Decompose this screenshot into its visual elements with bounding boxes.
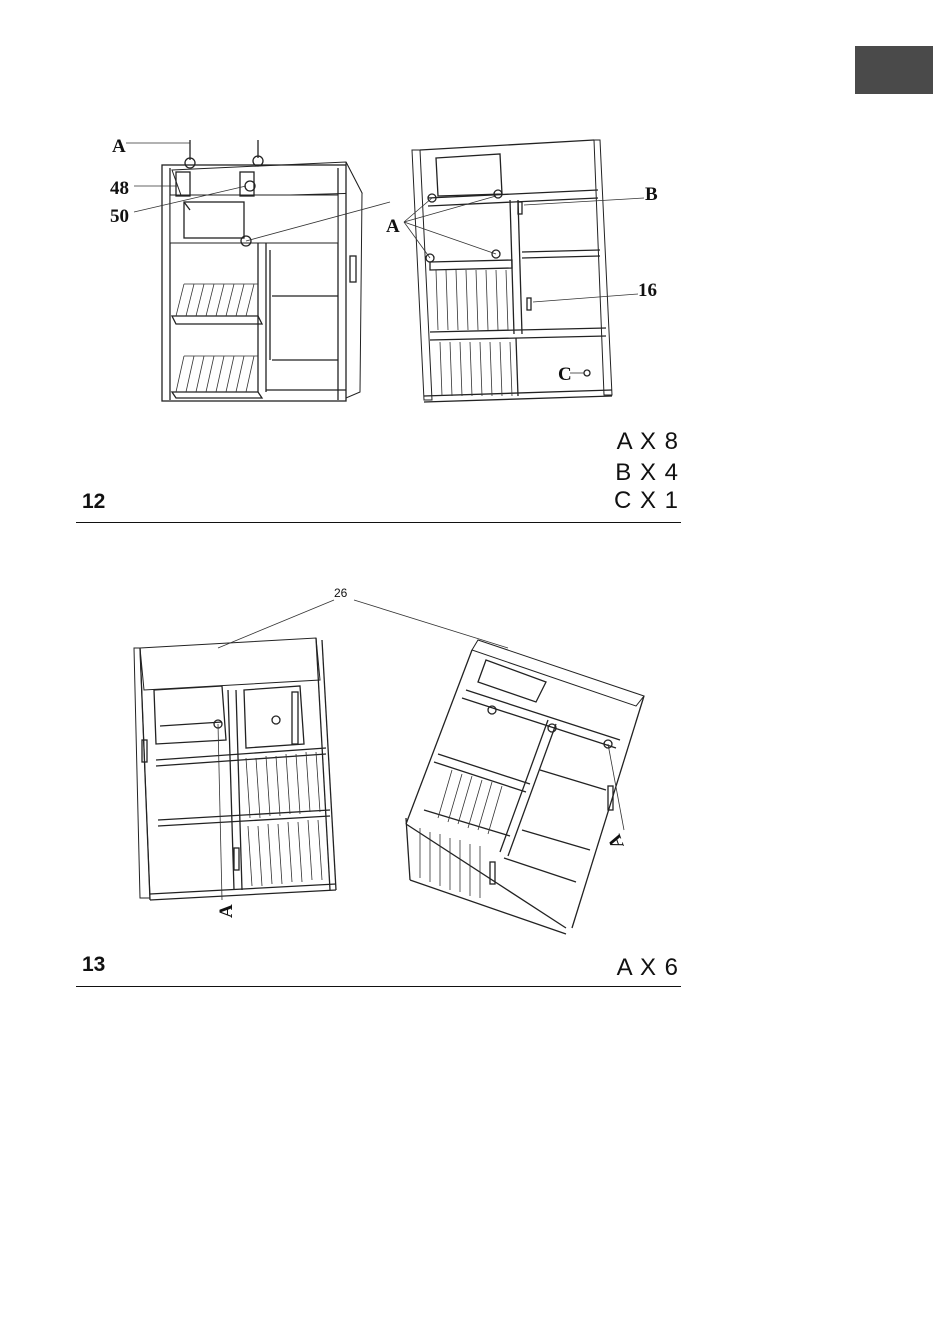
quantity-line: B X 4 [615, 459, 679, 487]
quantity-line: C X 1 [614, 487, 679, 515]
divider [76, 986, 681, 987]
label-a: A [386, 216, 400, 237]
label-part-26: 26 [334, 586, 348, 600]
step-13-left-cabinet: A [134, 600, 336, 918]
label-b: B [645, 184, 658, 205]
label-a: A [604, 831, 629, 851]
label-c: C [558, 364, 572, 385]
step-13-right-cabinet: 26 A [334, 586, 644, 934]
quantity-line: A X 8 [617, 428, 679, 456]
step-number: 13 [82, 953, 105, 977]
label-part-48: 48 [110, 178, 129, 199]
label-part-16: 16 [638, 280, 657, 301]
step-12-left-cabinet: A 48 50 [110, 136, 390, 401]
label-a: A [216, 904, 237, 918]
divider [76, 522, 681, 523]
step-12-right-cabinet: A B 16 C [386, 140, 658, 402]
label-part-50: 50 [110, 206, 129, 227]
step-number: 12 [82, 490, 105, 514]
label-a: A [112, 136, 126, 157]
quantity-line: A X 6 [617, 954, 679, 982]
